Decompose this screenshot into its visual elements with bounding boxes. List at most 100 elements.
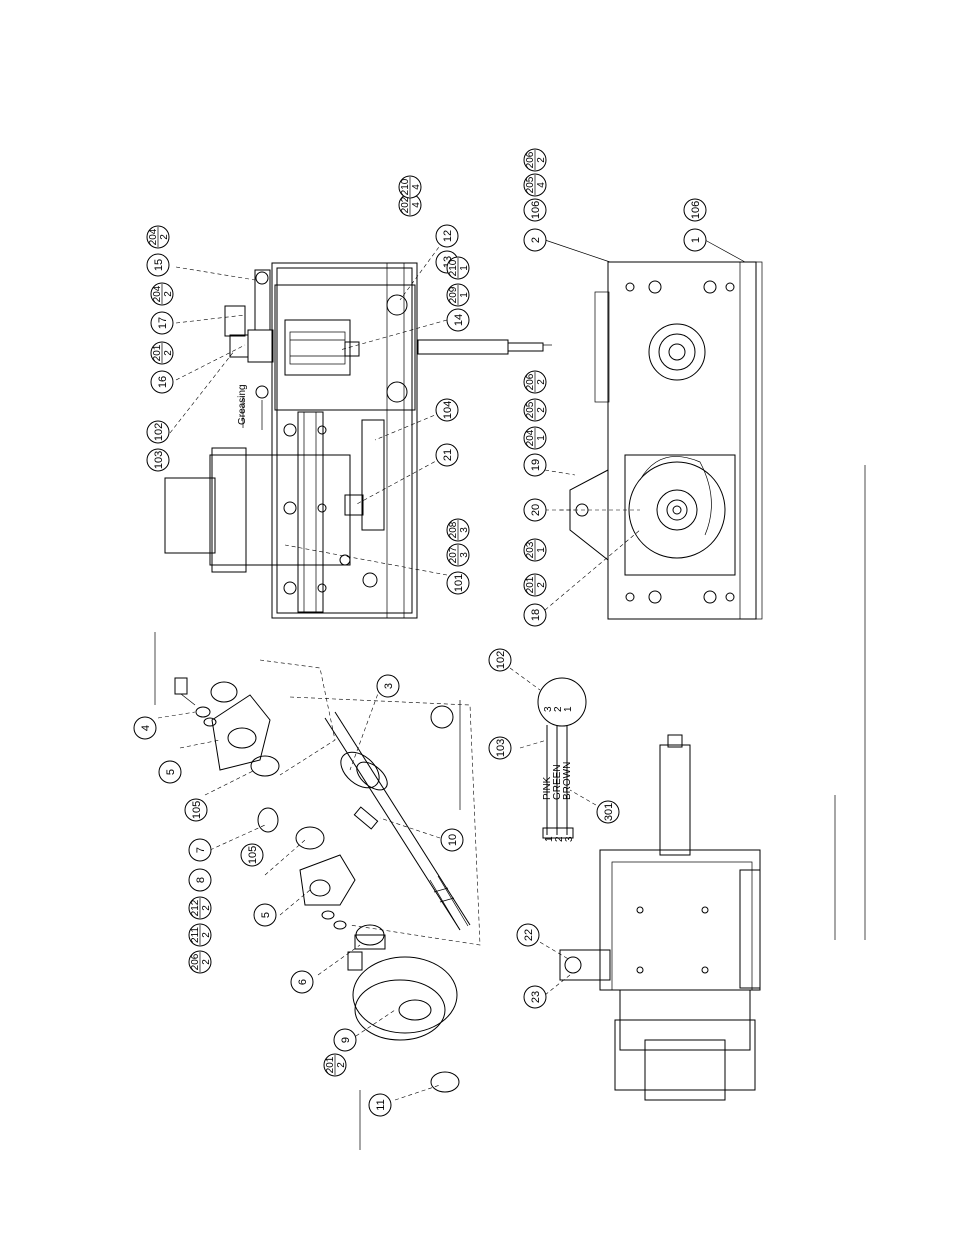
balloon-part-number: 204 <box>152 285 163 302</box>
balloon-part-number: 7 <box>195 847 207 853</box>
balloon-part-number: 105 <box>191 801 203 819</box>
callout-balloon: 106 <box>524 199 546 221</box>
balloon-part-number: 102 <box>153 423 165 441</box>
callout-balloon: 2042 <box>151 283 174 305</box>
balloon-part-number: 6 <box>297 979 309 985</box>
callout-balloon: 2101 <box>447 257 470 279</box>
callout-balloon: 10 <box>441 829 463 851</box>
callout-balloon: 3 <box>377 675 399 697</box>
motor-end-view <box>560 735 760 1100</box>
callout-balloon: 2104 <box>399 176 422 198</box>
balloon-part-number: 201 <box>325 1056 336 1073</box>
callout-balloon: 6 <box>291 971 313 993</box>
balloon-part-number: 103 <box>495 739 507 757</box>
balloon-part-number: 3 <box>383 683 395 689</box>
callout-balloon: 16 <box>151 371 173 393</box>
callout-balloon: 105 <box>241 844 263 866</box>
balloon-part-number: 211 <box>190 927 201 943</box>
plug-pin-1: 1 <box>563 706 574 712</box>
balloon-part-number: 16 <box>157 376 169 388</box>
balloon-part-number: 204 <box>148 228 159 245</box>
balloon-part-number: 14 <box>453 314 465 326</box>
callout-balloon: 15 <box>147 254 169 276</box>
balloon-part-number: 301 <box>603 803 615 821</box>
balloon-part-number: 20 <box>530 504 542 516</box>
wire-color-3: BROWN <box>562 762 573 800</box>
balloon-part-number: 1 <box>690 237 702 243</box>
balloon-part-number: 23 <box>530 991 542 1003</box>
balloon-quantity: 4 <box>411 184 422 190</box>
balloon-part-number: 8 <box>195 877 207 883</box>
callout-balloon: 2052 <box>524 399 547 421</box>
callout-balloon: 23 <box>524 986 546 1008</box>
callout-balloon: 301 <box>597 801 619 823</box>
balloon-part-number: 204 <box>525 429 536 446</box>
balloon-part-number: 104 <box>442 401 454 419</box>
balloon-part-number: 212 <box>190 899 201 916</box>
callout-balloon: 106 <box>684 199 706 221</box>
callout-balloon: 103 <box>489 737 511 759</box>
callout-balloon: 12 <box>436 225 458 247</box>
balloon-quantity: 2 <box>163 350 174 356</box>
balloon-part-number: 203 <box>525 541 536 558</box>
callout-balloon: 22 <box>517 924 539 946</box>
callout-balloon: 105 <box>185 799 207 821</box>
balloon-part-number: 2 <box>530 237 542 243</box>
balloon-quantity: 2 <box>536 582 547 588</box>
balloon-part-number: 103 <box>153 451 165 469</box>
balloon-part-number: 4 <box>140 725 152 731</box>
callout-balloon: 1 <box>684 229 706 251</box>
callout-balloon: 8 <box>189 869 211 891</box>
callout-balloon: 104 <box>436 399 458 421</box>
balloon-part-number: 210 <box>400 178 411 195</box>
balloon-part-number: 22 <box>523 929 535 941</box>
callout-balloon: 19 <box>524 454 546 476</box>
front-view-assembly <box>560 262 762 619</box>
wire-number-3: 3 <box>564 836 575 842</box>
balloon-part-number: 208 <box>448 521 459 538</box>
callout-balloon: 5 <box>254 904 276 926</box>
balloon-part-number: 206 <box>525 151 536 168</box>
balloon-part-number: 201 <box>525 576 536 593</box>
balloon-part-number: 210 <box>448 259 459 276</box>
callout-balloon: 2 <box>524 229 546 251</box>
balloon-quantity: 2 <box>336 1062 347 1068</box>
callout-balloon: 2073 <box>447 544 470 566</box>
balloon-quantity: 1 <box>459 265 470 271</box>
balloon-quantity: 2 <box>201 905 212 911</box>
callout-balloon: 7 <box>189 839 211 861</box>
callout-balloon: 17 <box>151 312 173 334</box>
callout-balloon: 101 <box>447 572 469 594</box>
callout-balloon: 102 <box>489 649 511 671</box>
greasing-label: Greasing <box>237 384 248 425</box>
balloon-part-number: 21 <box>442 449 454 461</box>
balloon-part-number: 105 <box>247 846 259 864</box>
callout-balloon: 18 <box>524 604 546 626</box>
balloon-quantity: 4 <box>411 202 422 208</box>
balloon-quantity: 2 <box>163 291 174 297</box>
callout-balloon: 2031 <box>524 539 547 561</box>
balloon-quantity: 1 <box>536 547 547 553</box>
balloon-part-number: 101 <box>453 574 465 592</box>
balloon-part-number: 12 <box>442 230 454 242</box>
callout-balloon: 4 <box>134 717 156 739</box>
leader-lines <box>155 236 865 1150</box>
balloon-part-number: 17 <box>157 317 169 329</box>
callout-balloon: 11 <box>369 1094 391 1116</box>
balloon-quantity: 3 <box>459 527 470 533</box>
callout-balloon: 20 <box>524 499 546 521</box>
callout-balloon: 5 <box>159 761 181 783</box>
balloon-quantity: 3 <box>459 552 470 558</box>
